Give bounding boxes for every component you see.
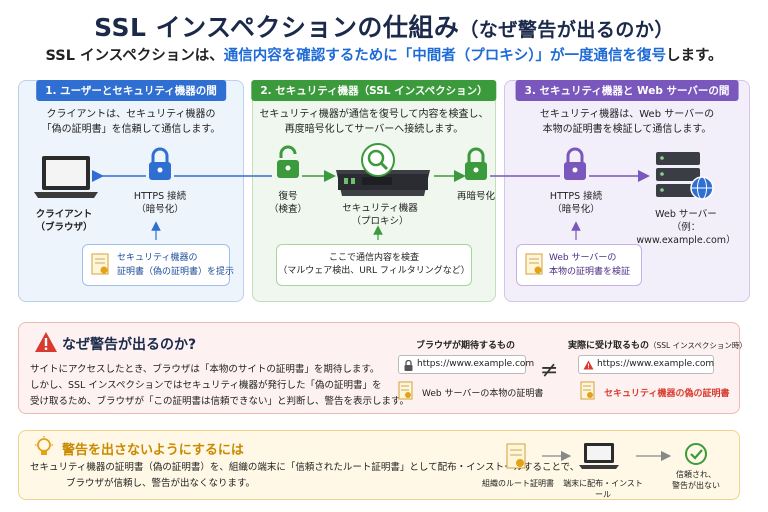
certificate-icon xyxy=(525,253,543,275)
lock-open-icon xyxy=(277,145,299,178)
lock-reencrypt-icon xyxy=(465,147,487,180)
hint-body: セキュリティ機器の証明書（偽の証明書）を、組織の端末に「信頼されたルート証明書」… xyxy=(30,460,579,492)
root-certificate-icon xyxy=(506,443,526,469)
device-label-line1: セキュリティ機器 xyxy=(342,203,418,214)
lock-server-icon xyxy=(564,147,586,180)
panel-2-header: 2. セキュリティ機器（SSL インスペクション） xyxy=(251,80,497,101)
hint-line2: ブラウザが信頼し、警告が出なくなります。 xyxy=(66,478,256,489)
panel-1-desc-line1: クライアントは、セキュリティ機器の xyxy=(46,109,216,120)
security-device-icon xyxy=(336,170,430,196)
actual-url-text: https://www.example.com xyxy=(597,359,715,369)
warning-icon xyxy=(35,332,57,352)
title-main: SSL インスペクションの仕組み xyxy=(94,13,460,42)
server-icon xyxy=(656,152,700,197)
warning-small-icon xyxy=(583,360,594,370)
subtitle-highlight: 通信内容を確認するために「中間者（プロキシ）」が一度通信を復号 xyxy=(223,48,666,64)
subtitle-pre: SSL インスペクションは、 xyxy=(45,48,224,64)
server-label: Web サーバー （例：www.example.com） xyxy=(626,208,746,247)
decrypt-label: 復号 （検査） xyxy=(258,190,318,216)
hint-step-2: 端末に配布・インストール xyxy=(563,479,643,499)
magnifier-icon xyxy=(361,143,395,177)
actual-title: 実際に受け取るもの（SSL インスペクション時） xyxy=(568,338,747,351)
https-label-1-line2: （暗号化） xyxy=(136,204,184,215)
certificate-icon xyxy=(398,381,413,400)
title-sub: （なぜ警告が出るのか） xyxy=(459,19,674,41)
laptop-small-icon xyxy=(579,443,619,469)
expect-url-bar: https://www.example.com xyxy=(398,355,534,374)
note-inspection-line1: ここで通信内容を検査 xyxy=(328,253,419,263)
page-title: SSL インスペクションの仕組み（なぜ警告が出るのか） xyxy=(0,8,768,44)
expect-url-text: https://www.example.com xyxy=(417,359,535,369)
globe-icon xyxy=(690,176,714,200)
lightbulb-icon xyxy=(35,436,53,455)
note-inspection: ここで通信内容を検査 （マルウェア検出、URL フィルタリングなど） xyxy=(276,244,472,286)
device-label: セキュリティ機器 （プロキシ） xyxy=(330,202,430,228)
panel-2-desc-line1: セキュリティ機器が通信を復号して内容を検査し、 xyxy=(259,109,489,120)
hint-section xyxy=(18,430,740,500)
subtitle-post: します。 xyxy=(665,48,723,64)
actual-url-bar: https://www.example.com xyxy=(578,355,714,374)
actual-title-sub: （SSL インスペクション時） xyxy=(649,341,747,350)
note-real-cert-line2: 本物の証明書を検証 xyxy=(549,267,631,277)
panel-1-header: 1. ユーザーとセキュリティ機器の間 xyxy=(36,80,226,101)
hint-title: 警告を出さないようにするには xyxy=(62,443,244,458)
actual-cert: セキュリティ機器の偽の証明書 xyxy=(604,389,730,399)
client-label-line1: クライアント xyxy=(35,209,93,220)
note-real-cert: Web サーバーの 本物の証明書を検証 xyxy=(516,244,642,286)
panel-2-desc: セキュリティ機器が通信を復号して内容を検査し、再度暗号化してサーバーへ接続します… xyxy=(253,107,495,137)
panel-3-desc: セキュリティ機器は、Web サーバーの本物の証明書を検証して通信します。 xyxy=(505,107,749,137)
reencrypt-label: 再暗号化 xyxy=(456,191,495,202)
laptop-icon xyxy=(34,156,98,198)
server-label-line2: （例：www.example.com） xyxy=(636,222,736,246)
server-label-line1: Web サーバー xyxy=(655,209,717,220)
panel-3-desc-line2: 本物の証明書を検証して通信します。 xyxy=(542,124,712,135)
warning-line2: しかし、SSL インスペクションではセキュリティ機器が発行した「偽の証明書」を xyxy=(30,380,382,391)
https-label-3: HTTPS 接続 （暗号化） xyxy=(534,190,618,216)
warning-body: サイトにアクセスしたとき、ブラウザは「本物のサイトの証明書」を期待します。 しか… xyxy=(30,362,409,410)
panel-3-header: 3. セキュリティ機器と Web サーバーの間 xyxy=(515,80,739,101)
https-label-3-line1: HTTPS 接続 xyxy=(549,191,603,202)
hint-step-3-line1: 信頼され、 xyxy=(675,470,717,479)
note-fake-cert: セキュリティ機器の 証明書（偽の証明書）を提示 xyxy=(82,244,234,286)
panel-2-desc-line2: 再度暗号化してサーバーへ接続します。 xyxy=(284,124,464,135)
client-label: クライアント （ブラウザ） xyxy=(22,208,106,234)
hint-line1: セキュリティ機器の証明書（偽の証明書）を、組織の端末に「信頼されたルート証明書」… xyxy=(30,462,580,473)
device-label-line2: （プロキシ） xyxy=(351,216,409,227)
https-label-3-line2: （暗号化） xyxy=(552,204,600,215)
decrypt-label-line1: 復号 xyxy=(278,191,298,202)
panel-3-desc-line1: セキュリティ機器は、Web サーバーの xyxy=(539,109,715,120)
not-equal-sign: ≠ xyxy=(540,358,559,383)
expect-cert: Web サーバーの本物の証明書 xyxy=(422,389,544,399)
check-circle-icon xyxy=(685,443,707,465)
hint-step-3: 信頼され、警告が出ない xyxy=(664,469,728,491)
warning-title: なぜ警告が出るのか? xyxy=(62,337,197,353)
lock-closed-icon xyxy=(149,147,171,180)
panel-1-desc: クライアントは、セキュリティ機器の「偽の証明書」を信頼して通信します。 xyxy=(19,107,243,137)
warning-line1: サイトにアクセスしたとき、ブラウザは「本物のサイトの証明書」を期待します。 xyxy=(30,364,380,375)
hint-step-3-line2: 警告が出ない xyxy=(672,481,720,490)
page-subtitle: SSL インスペクションは、通信内容を確認するために「中間者（プロキシ）」が一度… xyxy=(0,44,768,65)
hint-step-1: 組織のルート証明書 xyxy=(482,479,554,488)
expect-title: ブラウザが期待するもの xyxy=(416,341,516,351)
actual-title-main: 実際に受け取るもの xyxy=(568,341,650,351)
https-label-1: HTTPS 接続 （暗号化） xyxy=(118,190,202,216)
note-real-cert-line1: Web サーバーの xyxy=(549,253,617,263)
client-label-line2: （ブラウザ） xyxy=(35,222,93,233)
note-inspection-line2: （マルウェア検出、URL フィルタリングなど） xyxy=(278,266,470,276)
certificate-icon xyxy=(580,381,595,400)
note-fake-cert-line2: 証明書（偽の証明書）を提示 xyxy=(117,267,235,277)
lock-small-icon xyxy=(404,360,413,371)
certificate-icon xyxy=(91,253,109,275)
decrypt-label-line2: （検査） xyxy=(268,204,307,215)
https-label-1-line1: HTTPS 接続 xyxy=(133,191,187,202)
note-fake-cert-line1: セキュリティ機器の xyxy=(117,253,198,263)
panel-1-desc-line2: 「偽の証明書」を信頼して通信します。 xyxy=(41,124,221,135)
warning-line3: 受け取るため、ブラウザが「この証明書は信頼できない」と判断し、警告を表示します。 xyxy=(30,396,410,407)
